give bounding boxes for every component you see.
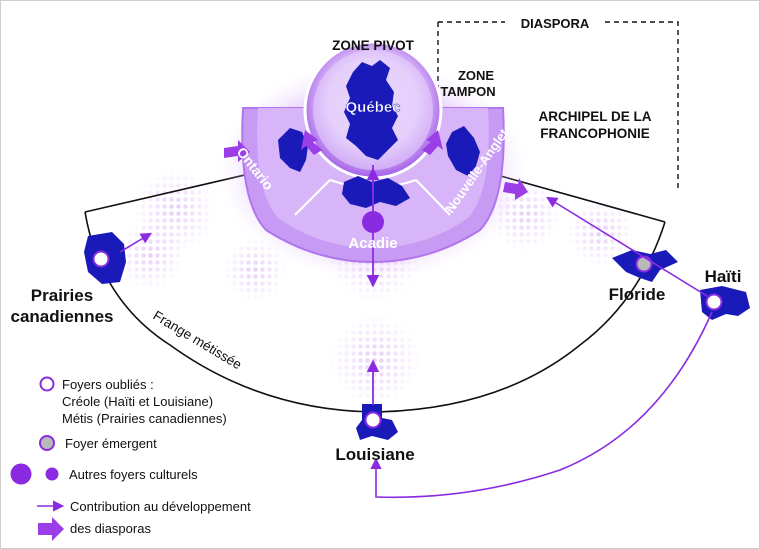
floride-foyer-emergent xyxy=(635,255,653,273)
prairies-foyer-oublie xyxy=(92,250,110,268)
segment-line xyxy=(415,179,451,216)
label-prairies-2: canadiennes xyxy=(11,307,114,326)
louisiane-foyer-oublie xyxy=(364,411,382,429)
diaspora-label-bg xyxy=(507,14,603,32)
arrow-prairies xyxy=(119,232,152,253)
legend-oublies-title: Foyers oubliés : xyxy=(62,377,154,392)
legend-emergent: Foyer émergent xyxy=(65,436,157,451)
label-zone-tampon-1: ZONE xyxy=(458,68,494,83)
label-archipel-1: ARCHIPEL DE LA xyxy=(538,109,651,124)
label-louisiane: Louisiane xyxy=(335,445,414,464)
arrow-haiti-diaspora xyxy=(546,196,708,297)
arrow-nouvelle-out xyxy=(503,178,528,200)
quebec-territory xyxy=(344,60,398,160)
label-prairies-1: Prairies xyxy=(31,286,93,305)
label-acadie: Acadie xyxy=(348,235,397,252)
label-archipel-2: FRANCOPHONIE xyxy=(540,126,650,141)
legend-diasporas: des diasporas xyxy=(70,521,151,536)
label-haiti: Haïti xyxy=(705,267,742,286)
haiti-foyer-oublie xyxy=(705,293,723,311)
legend-oublies-creole: Créole (Haïti et Louisiane) xyxy=(62,394,213,409)
label-quebec: Québec xyxy=(345,99,400,116)
ontario-territory xyxy=(278,128,308,172)
segment-line xyxy=(294,179,331,216)
label-floride: Floride xyxy=(609,285,666,304)
arrow-haiti-louisiane xyxy=(370,311,713,499)
label-zone-tampon-2: TAMPON xyxy=(440,84,495,99)
legend-autres-foyers: Autres foyers culturels xyxy=(69,467,198,482)
legend-symbols xyxy=(10,376,65,541)
legend-oublies-metis: Métis (Prairies canadiennes) xyxy=(62,411,227,426)
acadie-foyer-dot xyxy=(362,211,384,233)
arrow-ontario-out xyxy=(224,140,250,162)
acadie-territory xyxy=(342,176,410,208)
pivot-arrows xyxy=(301,130,443,155)
nouvelle-angleterre-territory xyxy=(446,126,480,176)
label-diaspora: DIASPORA xyxy=(521,16,590,31)
legend-contribution: Contribution au développement xyxy=(70,499,251,514)
label-zone-pivot: ZONE PIVOT xyxy=(332,38,415,53)
